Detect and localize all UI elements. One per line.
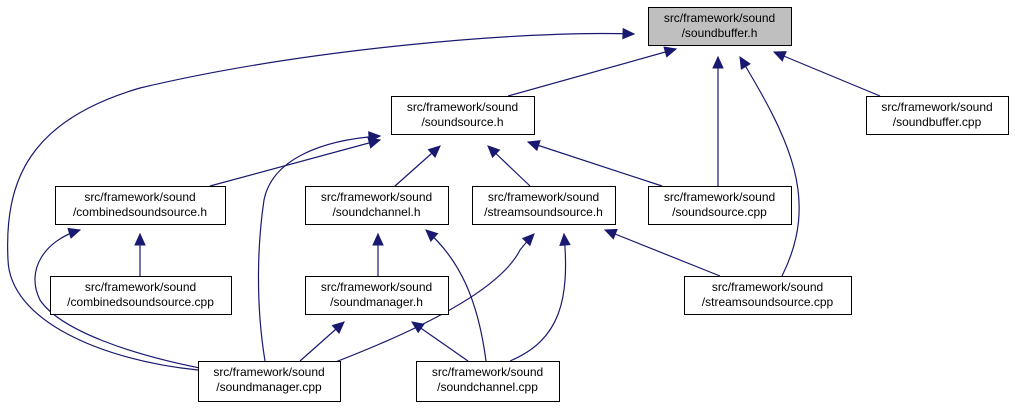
node-path-line: src/framework/sound	[881, 100, 992, 114]
node-soundmanager-cpp[interactable]: src/framework/sound/soundmanager.cpp	[198, 361, 341, 402]
arrowhead	[772, 51, 787, 62]
node-streamsoundsource-cpp[interactable]: src/framework/sound/streamsoundsource.cp…	[684, 276, 852, 315]
node-box	[305, 186, 449, 225]
edge-line	[739, 56, 800, 277]
edge-soundmanager-cpp-to-combinedsoundsource-h	[34, 227, 211, 371]
arrowhead	[134, 232, 146, 246]
node-file-line: /soundmanager.h	[330, 295, 423, 309]
node-box	[866, 96, 1009, 135]
node-file-line: /soundmanager.cpp	[216, 380, 322, 394]
node-soundsource-cpp[interactable]: src/framework/sound/soundsource.cpp	[648, 186, 792, 225]
edge-soundchannel-cpp-to-soundmanager-h	[411, 321, 469, 362]
edge-soundsource-cpp-to-soundsource-h	[526, 140, 663, 187]
node-path-line: src/framework/sound	[664, 190, 775, 204]
node-path-line: src/framework/sound	[321, 190, 432, 204]
edge-soundmanager-cpp-to-soundmanager-h	[299, 321, 345, 362]
node-box	[684, 276, 852, 315]
edge-line	[34, 229, 211, 371]
node-combinedsoundsource-cpp[interactable]: src/framework/sound/combinedsoundsource.…	[50, 276, 232, 315]
node-soundsource-h[interactable]: src/framework/sound/soundsource.h	[391, 96, 535, 135]
edge-soundmanager-cpp-to-streamsoundsource-h	[324, 233, 535, 367]
node-box	[198, 361, 341, 402]
node-box	[391, 96, 535, 135]
edge-line	[209, 139, 381, 187]
arrowhead	[739, 55, 751, 70]
edge-combinedsoundsource-h-to-soundsource-h	[209, 137, 382, 187]
edge-streamsoundsource-cpp-to-soundbuffer-h	[739, 55, 800, 277]
node-file-line: /soundbuffer.cpp	[893, 115, 982, 129]
arrowhead	[526, 140, 541, 152]
edge-combinedsoundsource-cpp-to-combinedsoundsource-h	[134, 232, 146, 276]
edge-soundsource-cpp-to-soundbuffer-h	[712, 55, 724, 186]
edge-line	[425, 229, 487, 362]
arrowhead	[603, 228, 618, 240]
edge-soundmanager-h-to-soundchannel-h	[372, 232, 384, 276]
arrowhead	[521, 233, 535, 247]
edge-soundchannel-cpp-to-streamsoundsource-h	[509, 232, 571, 362]
arrowhead	[372, 232, 384, 246]
node-combinedsoundsource-h[interactable]: src/framework/sound/combinedsoundsource.…	[55, 186, 226, 225]
arrowhead	[368, 131, 382, 143]
edge-streamsoundsource-cpp-to-streamsoundsource-h	[603, 228, 721, 277]
node-path-line: src/framework/sound	[664, 11, 775, 25]
node-box	[55, 186, 226, 225]
node-path-line: src/framework/sound	[213, 365, 324, 379]
edge-line	[527, 141, 663, 187]
node-box	[305, 276, 449, 315]
edge-soundsource-h-to-soundbuffer-h	[507, 46, 678, 97]
node-file-line: /streamsoundsource.cpp	[702, 295, 834, 309]
node-soundchannel-cpp[interactable]: src/framework/sound/soundchannel.cpp	[416, 361, 560, 402]
edge-line	[509, 233, 567, 362]
node-path-line: src/framework/sound	[432, 365, 543, 379]
edge-line	[257, 135, 381, 362]
edge-soundchannel-h-to-soundsource-h	[394, 145, 441, 187]
edge-soundmanager-cpp-to-soundsource-h	[257, 131, 382, 362]
node-file-line: /soundsource.h	[421, 115, 503, 129]
node-path-line: src/framework/sound	[488, 190, 599, 204]
edge-streamsoundsource-h-to-soundsource-h	[487, 145, 531, 187]
arrowhead	[712, 55, 724, 69]
node-file-line: /combinedsoundsource.h	[73, 205, 207, 219]
edge-soundbuffer-cpp-to-soundbuffer-h	[772, 51, 881, 97]
arrowhead	[331, 321, 345, 334]
edge-soundmanager-cpp-to-soundbuffer-h	[7, 27, 636, 371]
edge-line	[773, 51, 881, 97]
arrowhead	[67, 227, 82, 239]
node-file-line: /soundchannel.h	[332, 205, 420, 219]
node-box	[50, 276, 232, 315]
arrowhead	[425, 229, 439, 242]
node-file-line: /soundchannel.cpp	[437, 380, 538, 394]
node-path-line: src/framework/sound	[712, 280, 823, 294]
node-box	[648, 186, 792, 225]
edge-line	[604, 229, 721, 277]
node-path-line: src/framework/sound	[407, 100, 518, 114]
node-file-line: /soundbuffer.h	[682, 26, 758, 40]
node-path-line: src/framework/sound	[84, 190, 195, 204]
node-file-line: /soundsource.cpp	[672, 205, 767, 219]
node-soundchannel-h[interactable]: src/framework/sound/soundchannel.h	[305, 186, 449, 225]
arrowhead	[487, 145, 501, 159]
node-box	[472, 186, 616, 225]
edge-soundchannel-cpp-to-soundchannel-h	[425, 229, 487, 362]
node-box	[416, 361, 560, 402]
node-soundmanager-h[interactable]: src/framework/sound/soundmanager.h	[305, 276, 449, 315]
arrowhead	[411, 321, 425, 334]
node-soundbuffer-h[interactable]: src/framework/sound/soundbuffer.h	[648, 7, 792, 46]
edge-line	[507, 48, 677, 97]
node-soundbuffer-cpp[interactable]: src/framework/sound/soundbuffer.cpp	[866, 96, 1009, 135]
node-streamsoundsource-h[interactable]: src/framework/sound/streamsoundsource.h	[472, 186, 616, 225]
arrowhead	[663, 46, 678, 58]
arrowhead	[559, 232, 571, 246]
node-file-line: /streamsoundsource.h	[484, 205, 603, 219]
arrowhead	[427, 145, 441, 158]
node-file-line: /combinedsoundsource.cpp	[67, 295, 214, 309]
node-box	[648, 7, 792, 46]
node-path-line: src/framework/sound	[321, 280, 432, 294]
arrowhead	[622, 27, 636, 40]
node-path-line: src/framework/sound	[85, 280, 196, 294]
edge-line	[7, 32, 635, 371]
